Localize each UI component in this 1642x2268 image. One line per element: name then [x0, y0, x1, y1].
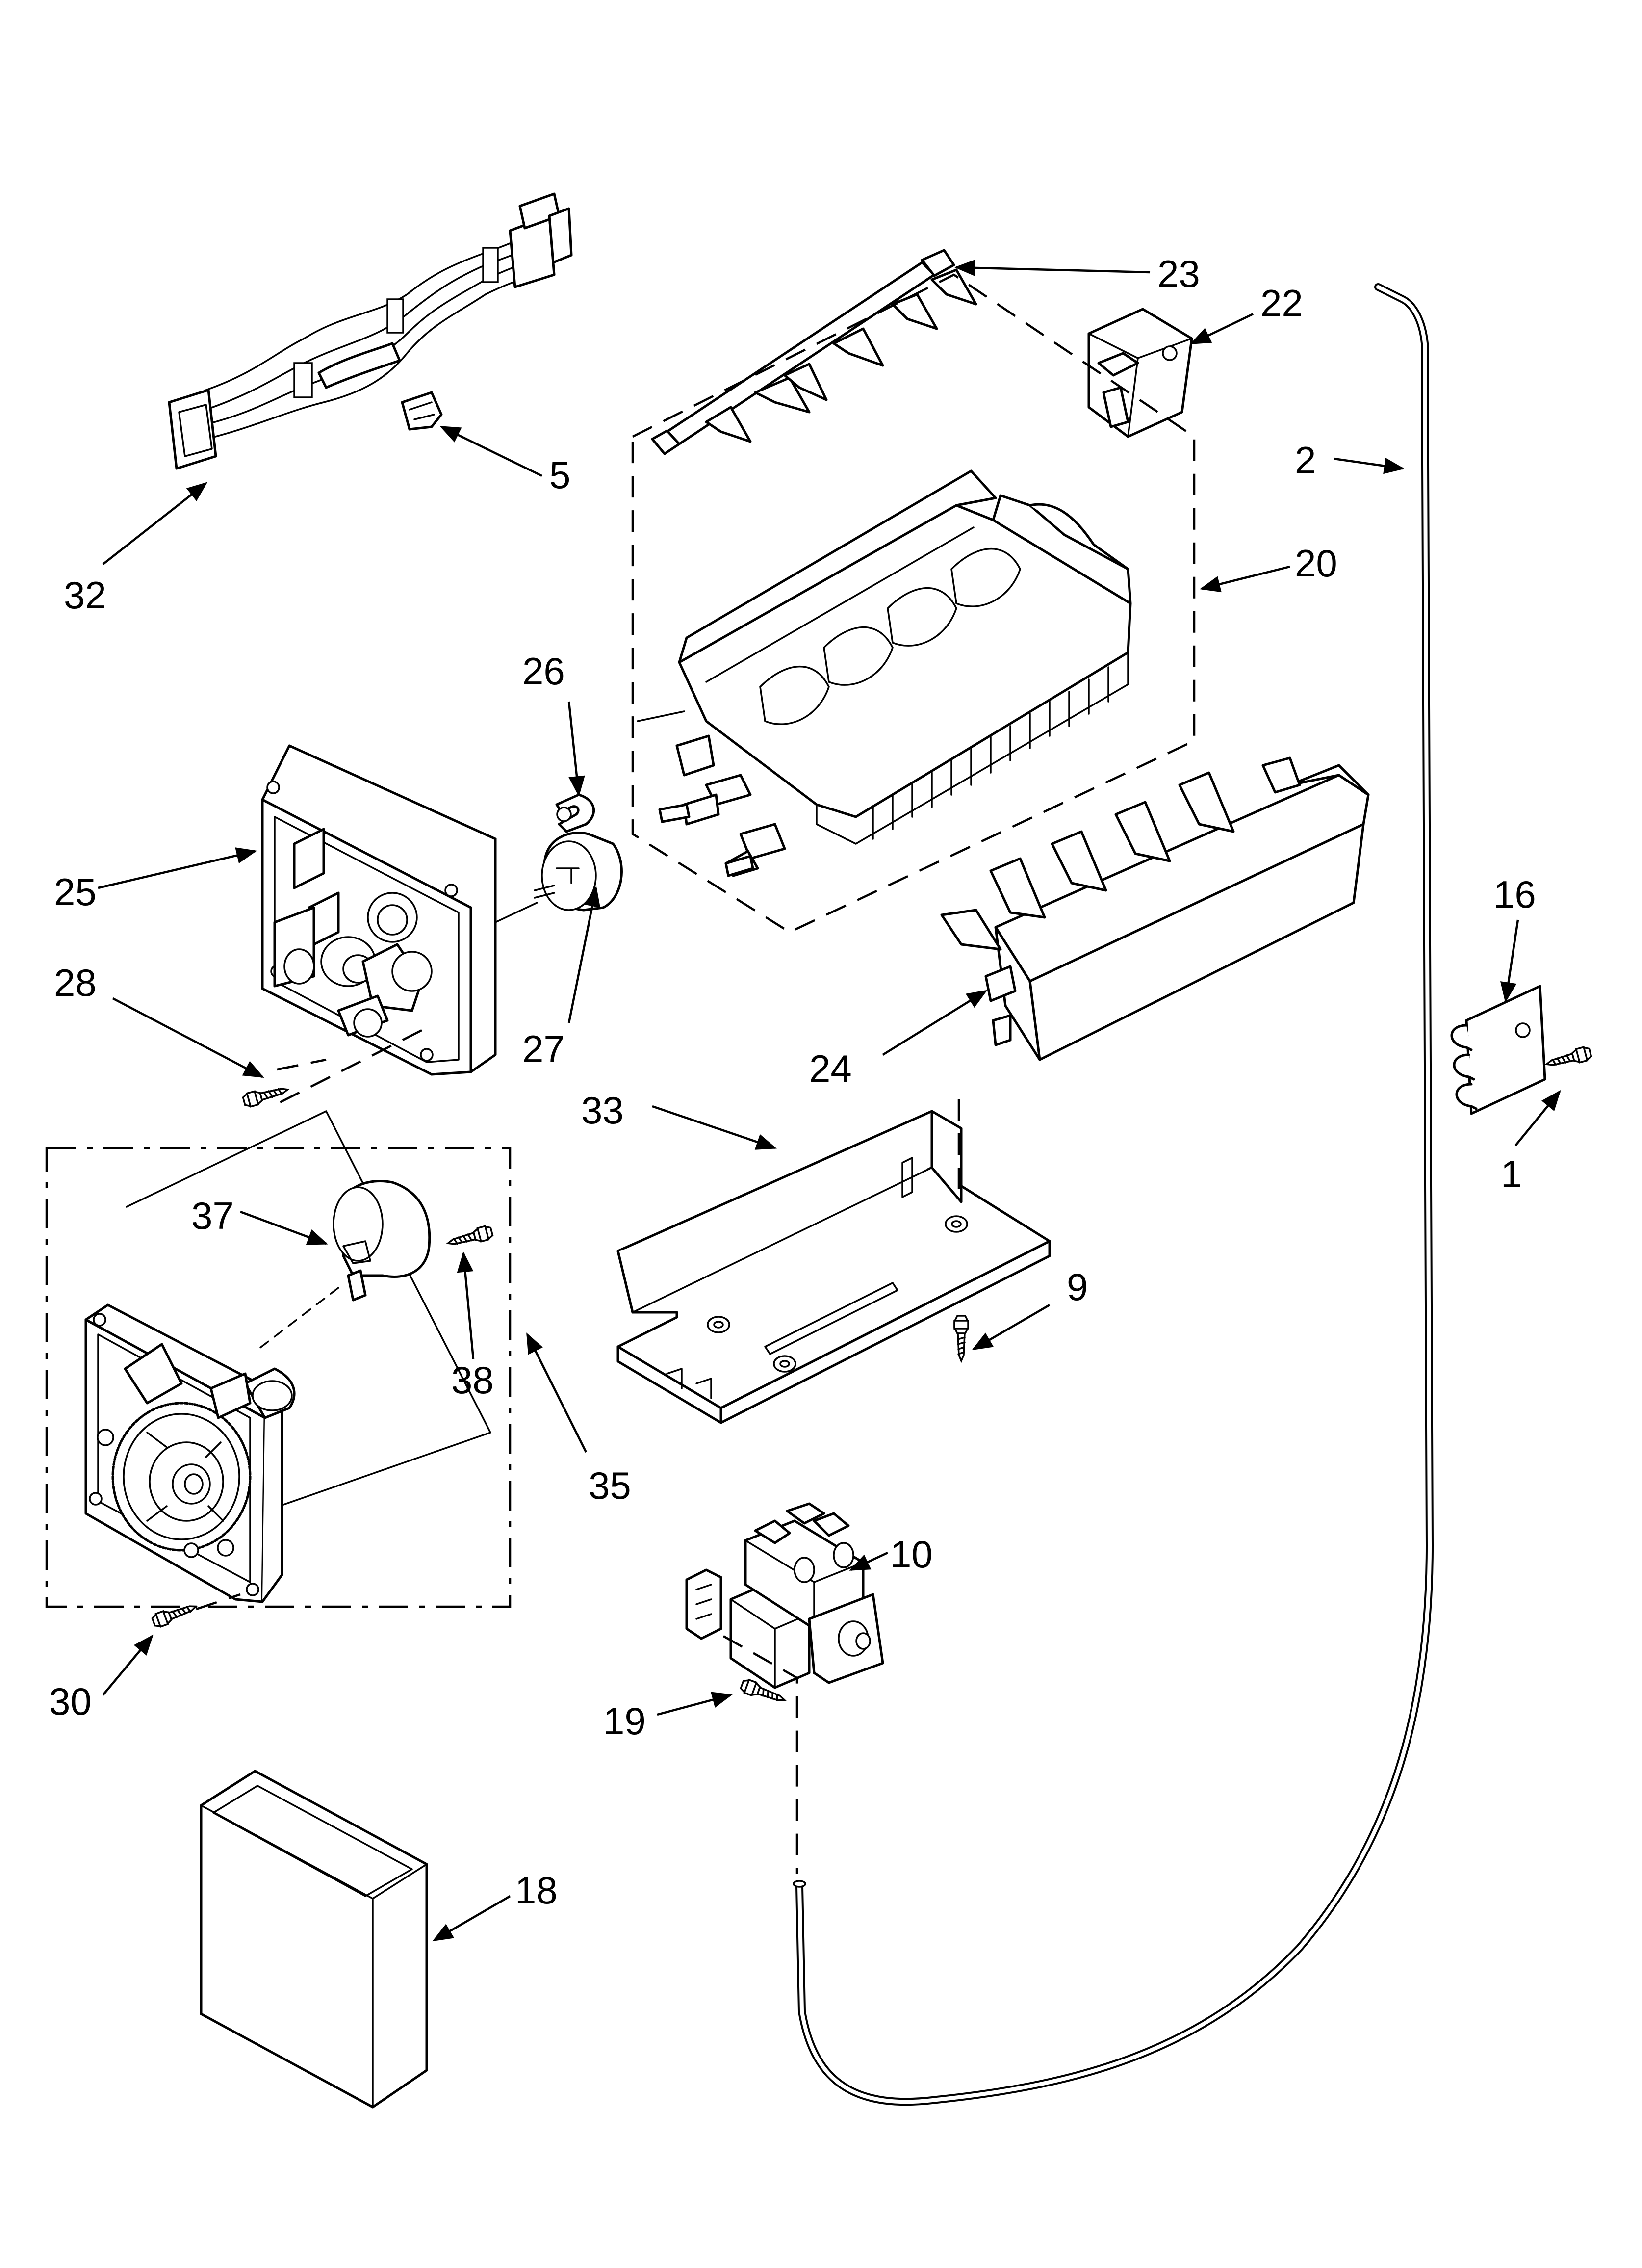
callout-28: 28: [54, 961, 97, 1004]
callout-22: 22: [1260, 282, 1303, 325]
screw-guideline-30: [196, 1593, 241, 1611]
callout-30: 30: [49, 1680, 92, 1723]
fill-tube: [793, 283, 1434, 2106]
motor-assembly: [84, 1110, 494, 1603]
callout-16: 16: [1493, 873, 1536, 916]
callout-35: 35: [589, 1464, 631, 1507]
callout-32: 32: [64, 574, 106, 617]
ice-mold-dashed-outline: [631, 273, 1196, 934]
screw-guideline-28: [277, 1058, 327, 1071]
screw-1: [1544, 1045, 1593, 1072]
callout-2: 2: [1295, 439, 1316, 482]
callout-labels: 23 22 2 20 5 32 26 25 28 27 24 33 37 38 …: [49, 252, 1536, 1912]
mold-cover: [616, 1110, 1051, 1424]
water-valve: [685, 1502, 884, 1689]
callout-23: 23: [1157, 252, 1200, 295]
ice-mold: [637, 469, 1132, 877]
callout-33: 33: [581, 1089, 624, 1132]
callout-19: 19: [603, 1699, 646, 1743]
tube-clamp: [1450, 985, 1546, 1115]
thermostat-clip: [555, 793, 595, 833]
callout-5: 5: [549, 453, 570, 496]
callout-26: 26: [522, 650, 565, 693]
callout-27: 27: [522, 1027, 565, 1070]
callout-37: 37: [191, 1194, 234, 1237]
callout-1: 1: [1501, 1152, 1522, 1196]
callout-20: 20: [1295, 542, 1337, 585]
screw-28: [241, 1082, 290, 1109]
motor-assembly-dashed-box: [45, 1147, 512, 1608]
leader-lines: [98, 260, 1561, 1942]
callout-9: 9: [1067, 1265, 1088, 1308]
wire-harness: [168, 192, 573, 470]
assembly-guideline: [276, 1029, 423, 1105]
thermostat: [534, 832, 623, 912]
callout-25: 25: [54, 870, 97, 913]
fill-cup-bracket: [1087, 308, 1193, 438]
ice-stripper: [940, 756, 1370, 1061]
screw-9: [953, 1315, 969, 1362]
ejector-shaft: [651, 249, 977, 455]
screw-30: [150, 1599, 200, 1630]
ice-maker-housing: [261, 744, 538, 1076]
callout-18: 18: [515, 1869, 558, 1912]
ice-maker-cover: [200, 1770, 428, 2109]
callout-38: 38: [451, 1358, 494, 1402]
water-line-guideline: [722, 1635, 798, 1874]
callout-10: 10: [890, 1533, 933, 1576]
callout-24: 24: [809, 1047, 852, 1090]
wire-clip: [401, 391, 443, 431]
